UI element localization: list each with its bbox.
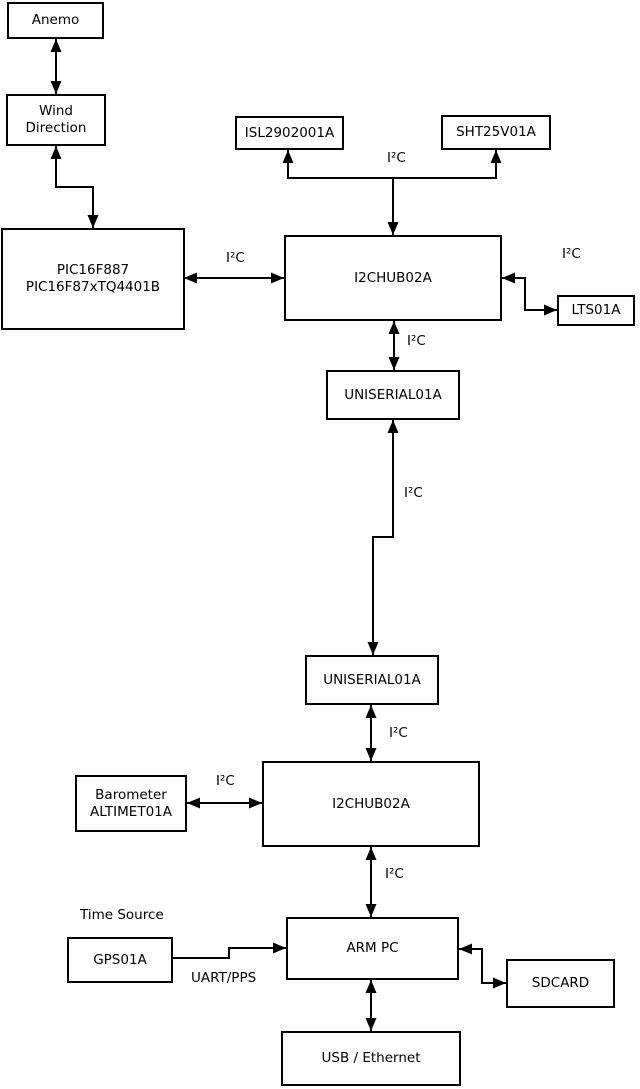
- node-pic16f887-label-line2: PIC16F87xTQ4401B: [25, 279, 161, 295]
- node-lts01a: LTS01A: [557, 295, 635, 326]
- connector-hub1-lts: [502, 277, 557, 311]
- label-i2c-pic-hub1: I²C: [226, 250, 245, 266]
- arrowheads: [50, 39, 557, 1031]
- node-wind-direction: Wind Direction: [6, 94, 106, 146]
- node-isl2902001a: ISL2902001A: [235, 116, 344, 150]
- node-lts01a-label: LTS01A: [571, 302, 621, 319]
- node-uniserial01a-upper: UNISERIAL01A: [326, 370, 460, 420]
- node-uniserial01a-lower-label: UNISERIAL01A: [323, 671, 421, 688]
- node-sdcard-label: SDCARD: [531, 975, 590, 992]
- node-anemo: Anemo: [7, 2, 104, 39]
- node-sdcard: SDCARD: [506, 959, 615, 1008]
- label-i2c-hub1-lts: I²C: [562, 246, 581, 262]
- node-i2chub02a-lower: I2CHUB02A: [262, 761, 480, 847]
- node-sht25v01a-label: SHT25V01A: [456, 124, 536, 141]
- node-pic16f887-label-line1: PIC16F887: [56, 262, 130, 279]
- label-i2c-uniserial-hub2: I²C: [389, 725, 408, 741]
- connector-gps-armpc: [173, 947, 286, 959]
- node-pic16f887: PIC16F887 PIC16F87xTQ4401B: [1, 228, 185, 330]
- label-i2c-uniserial-link: I²C: [404, 485, 423, 501]
- node-uniserial01a-upper-label: UNISERIAL01A: [344, 386, 442, 403]
- node-barometer-label-line1: Barometer: [95, 786, 167, 803]
- node-barometer-altimet01a: Barometer ALTIMET01A: [75, 775, 187, 832]
- label-i2c-hub1-uniserial: I²C: [407, 333, 426, 349]
- connector-wind-pic: [55, 146, 94, 228]
- node-wind-direction-label-line1: Wind: [39, 103, 73, 120]
- node-usb-ethernet-label: USB / Ethernet: [321, 1050, 421, 1067]
- label-i2c-hub2-armpc: I²C: [385, 866, 404, 882]
- node-uniserial01a-lower: UNISERIAL01A: [305, 655, 439, 705]
- node-gps01a: GPS01A: [67, 937, 173, 983]
- label-time-source: Time Source: [80, 907, 164, 923]
- node-usb-ethernet: USB / Ethernet: [281, 1031, 461, 1086]
- node-barometer-label-line2: ALTIMET01A: [90, 803, 172, 820]
- node-arm-pc-label: ARM PC: [346, 940, 399, 957]
- label-i2c-hub1-sensors: I²C: [387, 150, 406, 166]
- connector-uniserial1-uniserial2: [372, 420, 394, 655]
- node-arm-pc: ARM PC: [286, 917, 459, 980]
- label-uart-pps: UART/PPS: [191, 970, 257, 986]
- node-anemo-label: Anemo: [31, 12, 80, 29]
- node-wind-direction-label-line2: Direction: [25, 120, 87, 136]
- node-i2chub02a-lower-label: I2CHUB02A: [332, 795, 410, 812]
- node-i2chub02a-upper: I2CHUB02A: [284, 235, 502, 321]
- connector-armpc-sdcard: [459, 948, 506, 984]
- node-isl2902001a-label: ISL2902001A: [244, 124, 335, 141]
- label-i2c-barometer-hub2: I²C: [216, 773, 235, 789]
- node-i2chub02a-upper-label: I2CHUB02A: [354, 269, 432, 286]
- node-sht25v01a: SHT25V01A: [441, 115, 551, 150]
- node-gps01a-label: GPS01A: [93, 951, 147, 968]
